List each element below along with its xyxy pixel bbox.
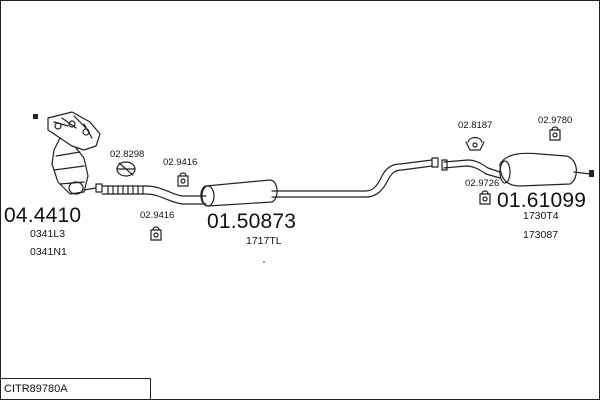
rear-silencer-drawing — [441, 152, 594, 187]
mount-a-drawing — [177, 172, 189, 187]
mid-silencer-drawing — [200, 157, 439, 207]
hanger-a-part-number[interactable]: 02.8187 — [458, 120, 493, 131]
mount-c-drawing — [479, 190, 491, 205]
clamp-a-drawing — [116, 161, 136, 177]
hanger-b-part-number[interactable]: 02.9780 — [538, 115, 573, 126]
mount-b-part-number[interactable]: 02.9416 — [140, 210, 175, 221]
mount-c-part-number[interactable]: 02.9726 — [465, 178, 500, 189]
model-code: CITR89780A — [4, 383, 68, 395]
manifold-part-number[interactable]: 04.4410 — [4, 204, 82, 227]
mid-silencer-ref-1: 1717TL — [246, 235, 282, 247]
mid-silencer-part-number[interactable]: 01.50873 — [207, 210, 297, 233]
manifold-catalyst-drawing — [33, 111, 103, 195]
manifold-ref-2: 0341N1 — [30, 246, 67, 258]
manifold-ref-1: 0341L3 — [30, 228, 66, 240]
mount-a-part-number[interactable]: 02.9416 — [163, 157, 198, 168]
front-flex-pipe-drawing — [101, 185, 207, 205]
mount-b-drawing — [150, 226, 162, 241]
hanger-b-drawing — [549, 126, 561, 141]
rear-silencer-ref-1: 1730T4 — [523, 210, 559, 222]
hanger-a-drawing — [465, 136, 485, 151]
rear-silencer-part-number[interactable]: 01.61099 — [497, 189, 587, 212]
rear-silencer-ref-2: 173087 — [523, 229, 559, 241]
clamp-a-part-number[interactable]: 02.8298 — [110, 149, 145, 160]
model-code-box: CITR89780A — [0, 378, 151, 399]
